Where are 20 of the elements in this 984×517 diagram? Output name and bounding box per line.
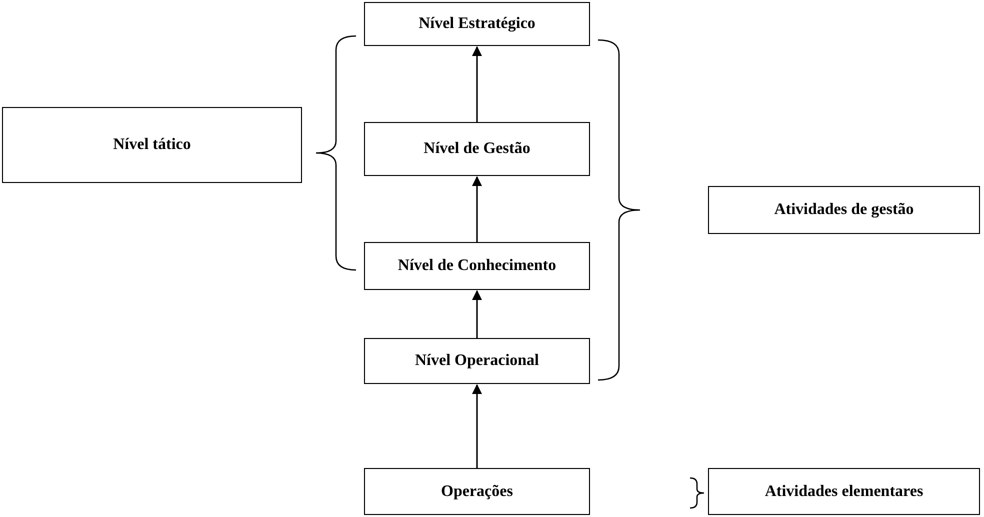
box-label: Operações	[441, 482, 513, 502]
level-box	[364, 2, 590, 46]
level-box	[364, 242, 590, 290]
box-label: Atividades elementares	[764, 482, 924, 502]
arrow	[472, 290, 482, 338]
box-label: Atividades de gestão	[774, 200, 914, 220]
level-box	[364, 122, 590, 176]
level-box	[364, 338, 590, 384]
box-label: Nível de Gestão	[424, 139, 530, 159]
arrow	[472, 176, 482, 242]
box-label: Nível Estratégico	[418, 14, 536, 34]
arrow	[472, 384, 482, 468]
box-label: Nível tático	[113, 135, 191, 155]
level-box	[708, 186, 980, 234]
box-label: Nível de Conhecimento	[398, 256, 556, 276]
arrow	[472, 46, 482, 122]
level-box	[708, 468, 980, 515]
box-label: Nível Operacional	[415, 351, 539, 371]
level-box	[2, 107, 302, 183]
level-box	[364, 468, 590, 515]
